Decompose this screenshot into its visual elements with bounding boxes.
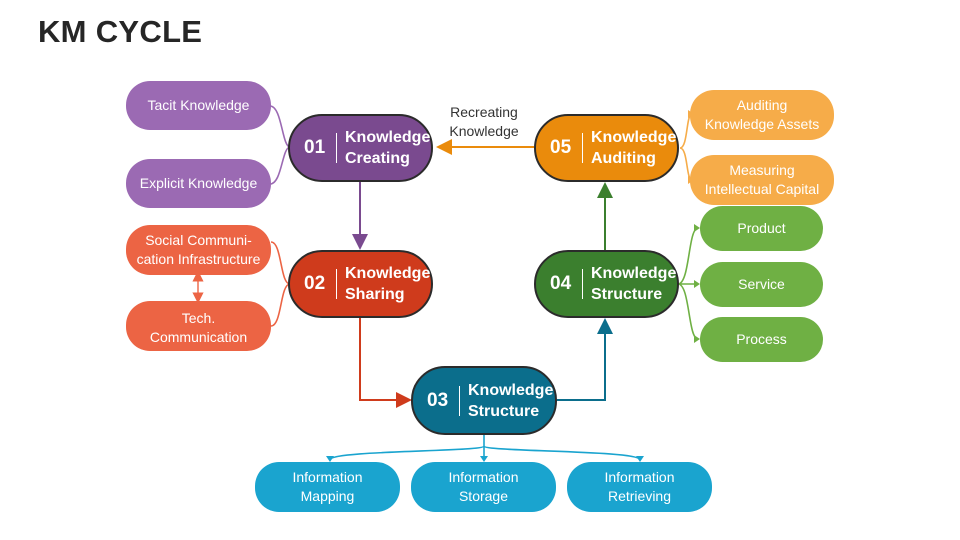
structure-branch <box>329 435 641 461</box>
node-number: 02 <box>304 273 326 294</box>
arrow-03-to-04 <box>557 318 613 401</box>
node-label: Knowledge Auditing <box>591 129 677 167</box>
item-label: Measuring Intellectual Capital <box>704 162 820 197</box>
node-number: 03 <box>427 389 449 411</box>
item-information-retrieving[interactable]: Information Retrieving <box>567 462 712 512</box>
node-label: Knowledge Structure <box>468 381 554 420</box>
item-label: Explicit Knowledge <box>139 175 258 191</box>
node-label: Knowledge Creating <box>345 129 431 167</box>
node-number: 05 <box>550 137 572 158</box>
item-label: Tech. Communication Infrastructure <box>149 310 248 351</box>
item-label: Service <box>738 276 785 292</box>
node-label: Knowledge Sharing <box>345 265 431 303</box>
item-label: Information Retrieving <box>604 469 675 504</box>
node-knowledge-auditing[interactable]: 05 Knowledge Auditing <box>534 114 679 182</box>
sharing-brace-bottom <box>270 283 291 327</box>
arrow-02-to-03 <box>359 318 412 408</box>
item-information-storage[interactable]: Information Storage <box>411 462 556 512</box>
node-number: 01 <box>304 137 326 158</box>
auditing-branch <box>679 113 693 181</box>
creating-brace-bottom <box>269 146 291 185</box>
node-separator <box>336 269 337 299</box>
item-label: Social Communi- cation Infrastructure <box>136 232 261 267</box>
item-product[interactable]: Product <box>700 206 823 251</box>
item-label: Auditing Knowledge Assets <box>704 97 820 132</box>
item-service[interactable]: Service <box>700 262 823 307</box>
item-auditing-knowledge-assets[interactable]: Auditing Knowledge Assets <box>690 90 834 140</box>
item-label: Information Mapping <box>292 469 363 504</box>
item-label: Tacit Knowledge <box>147 97 250 113</box>
sharing-brace-top <box>270 241 291 285</box>
page-title: KM CYCLE <box>38 14 203 49</box>
node-separator <box>336 133 337 163</box>
node-number: 04 <box>550 273 572 294</box>
node-knowledge-creating[interactable]: 01 Knowledge Creating <box>288 114 433 182</box>
node-knowledge-structure[interactable]: 03 Knowledge Structure <box>411 366 557 435</box>
node-knowledge-structure-2[interactable]: 04 Knowledge Structure <box>534 250 679 318</box>
node-knowledge-sharing[interactable]: 02 Knowledge Sharing <box>288 250 433 318</box>
creating-brace-top <box>269 105 291 148</box>
item-label: Product <box>737 220 786 236</box>
node-separator <box>582 133 583 163</box>
node-separator <box>582 269 583 299</box>
item-process[interactable]: Process <box>700 317 823 362</box>
item-label: Information Storage <box>448 469 519 504</box>
recreating-knowledge-label: Recreating Knowledge <box>449 104 519 139</box>
item-social-communication-infrastructure[interactable]: Social Communi- cation Infrastructure <box>126 225 271 275</box>
item-information-mapping[interactable]: Information Mapping <box>255 462 400 512</box>
item-tech-communication-infrastructure[interactable]: Tech. Communication Infrastructure <box>126 301 271 351</box>
item-measuring-intellectual-capital[interactable]: Measuring Intellectual Capital <box>690 155 834 205</box>
node-separator <box>459 385 460 416</box>
item-label: Process <box>736 331 787 347</box>
node-label: Knowledge Structure <box>591 265 677 303</box>
item-explicit-knowledge[interactable]: Explicit Knowledge <box>126 159 271 208</box>
item-tacit-knowledge[interactable]: Tacit Knowledge <box>126 81 271 130</box>
